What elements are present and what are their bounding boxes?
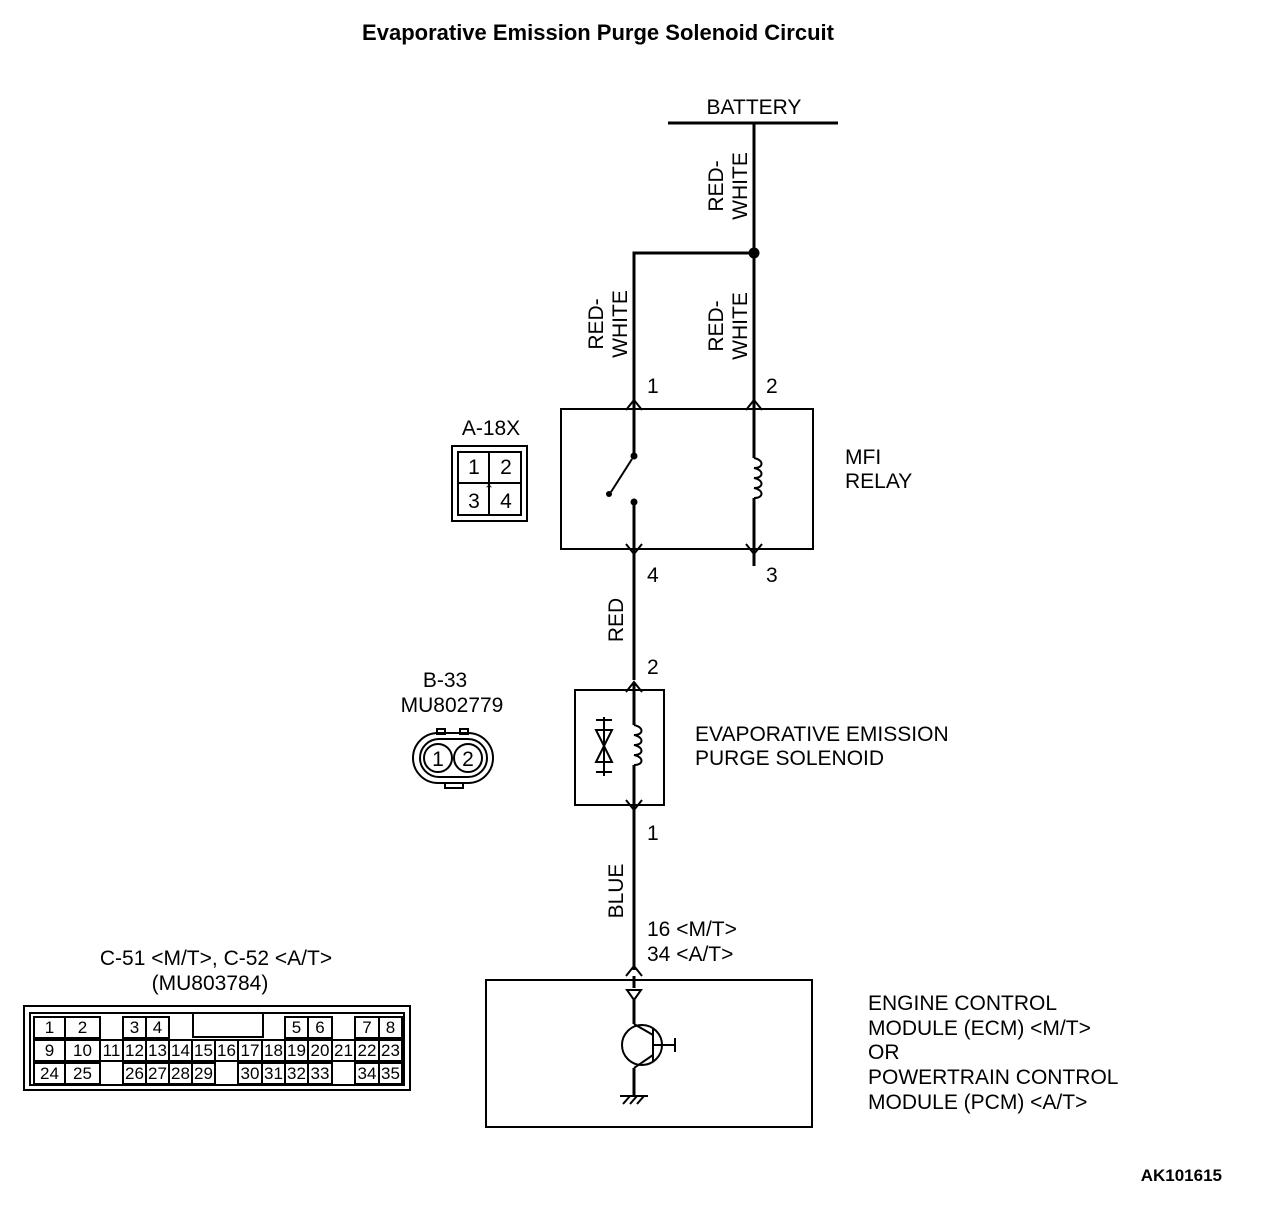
connector-c51-pin: 8 xyxy=(386,1018,395,1037)
connector-b33-code: B-33 xyxy=(423,669,467,692)
connector-c51-pin: 16 xyxy=(217,1041,236,1060)
ecm-label-line2: MODULE (ECM) <M/T> xyxy=(868,1017,1091,1040)
connector-c51-pin: 13 xyxy=(148,1041,167,1060)
connector-a18x-pin-3: 3 xyxy=(468,490,480,513)
connector-a18x-pin-1: 1 xyxy=(468,456,480,479)
connector-c51-pin: 4 xyxy=(153,1018,162,1037)
connector-b33-pin-1: 1 xyxy=(432,748,444,771)
ecm-label-line3: OR xyxy=(868,1041,900,1064)
mfi-relay-box xyxy=(560,408,814,550)
connector-c51-pin: 19 xyxy=(287,1041,306,1060)
connector-c51-title-line2: (MU803784) xyxy=(152,972,269,995)
mfi-relay-label-line1: MFI xyxy=(845,446,881,469)
relay-pin-4-label: 4 xyxy=(647,564,659,587)
connector-c51-pin: 20 xyxy=(311,1041,330,1060)
connector-c51-pin: 14 xyxy=(171,1041,190,1060)
ecm-connector-chevron xyxy=(625,964,643,977)
connector-c51-pin: 26 xyxy=(125,1064,144,1083)
connector-c51-pin: 12 xyxy=(125,1041,144,1060)
battery-label: BATTERY xyxy=(707,96,802,119)
svg-text:×: × xyxy=(485,478,492,492)
svg-text:RED-: RED- xyxy=(705,300,728,351)
connector-c51-pin: 33 xyxy=(311,1064,330,1083)
connector-c51-pin: 34 xyxy=(358,1064,377,1083)
ground-icon xyxy=(620,1095,648,1105)
svg-text:RED-: RED- xyxy=(585,298,608,349)
connector-c51-pin: 29 xyxy=(194,1064,213,1083)
connector-c51-pin: 10 xyxy=(73,1041,92,1060)
connector-c51-pin: 25 xyxy=(73,1064,92,1083)
relay-pin1-wire-color-label: RED- WHITE xyxy=(585,290,632,358)
solenoid-pin-2-label: 2 xyxy=(647,656,659,679)
figure-code: AK101615 xyxy=(1141,1166,1222,1185)
connector-c51-pin: 9 xyxy=(45,1041,54,1060)
connector-c51-pin: 21 xyxy=(334,1041,353,1060)
connector-a18x-pin-4: 4 xyxy=(500,490,512,513)
connector-c51-pin: 1 xyxy=(45,1018,54,1037)
solenoid-pin-1-label: 1 xyxy=(647,822,659,845)
connector-c51-pin: 11 xyxy=(103,1041,121,1060)
connector-c51-pin: 2 xyxy=(78,1018,87,1037)
svg-text:WHITE: WHITE xyxy=(729,152,752,220)
svg-text:RED: RED xyxy=(605,598,628,642)
connector-a18x-code: A-18X xyxy=(462,417,520,440)
connector-c51-pin: 32 xyxy=(287,1064,306,1083)
solenoid-coil-icon xyxy=(632,682,643,810)
ecm-label-line5: MODULE (PCM) <A/T> xyxy=(868,1091,1087,1114)
relay-pin1-branch-wire xyxy=(632,251,754,400)
connector-c51-pin: 24 xyxy=(40,1064,59,1083)
battery-feed-wire-color-label: RED- WHITE xyxy=(705,152,752,220)
svg-text:BLUE: BLUE xyxy=(605,864,628,919)
connector-a18x-pin-2: 2 xyxy=(500,456,512,479)
relay-pin2-wire-color-label: RED- WHITE xyxy=(705,292,752,360)
ecm-transistor-icon xyxy=(621,976,676,1096)
connector-c51-pin: 23 xyxy=(381,1041,400,1060)
diagram-title: Evaporative Emission Purge Solenoid Circ… xyxy=(362,20,835,45)
ecm-pin-label-line1: 16 <M/T> xyxy=(647,918,737,941)
connector-b33-part-number: MU802779 xyxy=(401,694,504,717)
connector-c51-pin: 22 xyxy=(358,1041,377,1060)
svg-text:WHITE: WHITE xyxy=(609,290,632,358)
ecm-label-line4: POWERTRAIN CONTROL xyxy=(868,1066,1118,1089)
solenoid-to-ecm-wire-color-label: BLUE xyxy=(605,864,628,919)
connector-c51-title-line1: C-51 <M/T>, C-52 <A/T> xyxy=(100,947,332,970)
connector-c51-pin: 27 xyxy=(148,1064,167,1083)
ecm-box xyxy=(485,979,813,1128)
connector-c51-pin: 6 xyxy=(315,1018,324,1037)
connector-c51-pin: 35 xyxy=(381,1064,400,1083)
ecm-label-line1: ENGINE CONTROL xyxy=(868,992,1057,1015)
relay-pin4-connector-chevron xyxy=(625,543,643,556)
relay-switch-icon xyxy=(606,400,638,566)
connector-c51-pin: 15 xyxy=(194,1041,213,1060)
svg-text:RED-: RED- xyxy=(705,160,728,211)
svg-text:WHITE: WHITE xyxy=(729,292,752,360)
solenoid-label-line2: PURGE SOLENOID xyxy=(695,747,884,770)
connector-a18x-face: × xyxy=(451,445,528,522)
solenoid-valve-icon xyxy=(594,717,614,776)
connector-c51-pin: 31 xyxy=(264,1064,283,1083)
connector-c51-pin: 28 xyxy=(171,1064,190,1083)
relay-to-solenoid-wire-color-label: RED xyxy=(605,598,628,642)
connector-c51-pin: 3 xyxy=(130,1018,139,1037)
relay-pin-1-label: 1 xyxy=(647,375,659,398)
connector-c51-pin: 17 xyxy=(241,1041,260,1060)
relay-pin3-connector-chevron xyxy=(745,543,763,556)
solenoid-label-line1: EVAPORATIVE EMISSION xyxy=(695,723,949,746)
relay-pin-3-label: 3 xyxy=(766,564,778,587)
connector-c51-pin: 30 xyxy=(241,1064,260,1083)
purge-solenoid-box xyxy=(574,689,665,806)
ecm-pin-label-line2: 34 <A/T> xyxy=(647,943,733,966)
relay-pin-2-label: 2 xyxy=(766,375,778,398)
mfi-relay-label-line2: RELAY xyxy=(845,470,912,493)
connector-b33-pin-2: 2 xyxy=(462,748,474,771)
connector-b33-face xyxy=(412,728,494,789)
connector-c51-pin: 18 xyxy=(264,1041,283,1060)
connector-c51-pin: 7 xyxy=(362,1018,371,1037)
connector-c51-pin: 5 xyxy=(292,1018,301,1037)
relay-coil-icon xyxy=(752,400,763,566)
